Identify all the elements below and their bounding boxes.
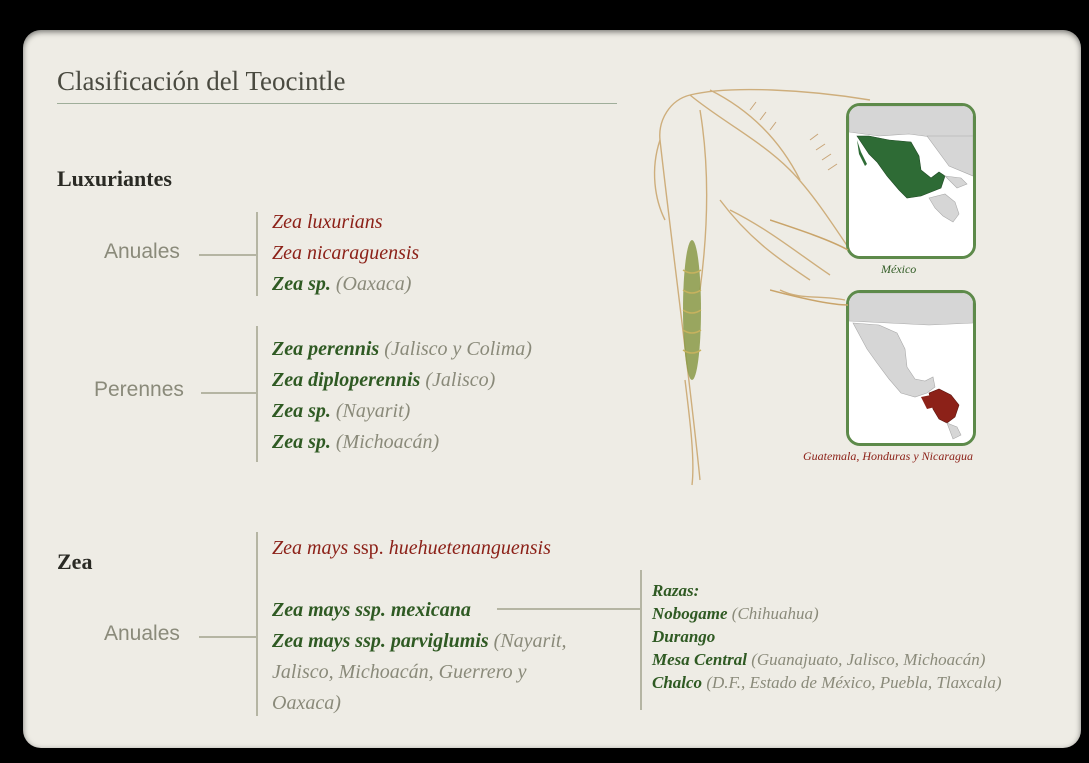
raza-chalco: Chalco (D.F., Estado de México, Puebla, … (652, 673, 1002, 692)
teosinte-plant-illustration (653, 88, 871, 486)
mexico-highlight (856, 135, 946, 199)
caption-central-america: Guatemala, Honduras y Nicaragua (803, 449, 973, 463)
species-zea-nicaraguensis: Zea nicaraguensis (272, 242, 420, 264)
map-central-america (846, 290, 976, 446)
heading-zea: Zea (57, 549, 93, 574)
connector-line (199, 636, 257, 638)
bracket-line (256, 532, 258, 716)
connector-line-razas (497, 608, 641, 610)
page-title: Clasificación del Teocintle (57, 66, 346, 96)
species-zea-diploperennis: Zea diploperennis (Jalisco) (272, 369, 496, 391)
raza-mesa-central: Mesa Central (Guanajuato, Jalisco, Micho… (652, 650, 986, 669)
central-america-map-image (849, 293, 973, 443)
central-america-highlight (928, 388, 960, 424)
title-rule (57, 103, 617, 104)
raza-durango: Durango (652, 627, 716, 646)
parviglumis-loc-line2: Jalisco, Michoacán, Guerrero y (272, 661, 527, 683)
connector-line (199, 254, 257, 256)
map-connectors (770, 219, 849, 306)
group-anuales-luxuriantes: Anuales (104, 240, 180, 263)
species-huehuetenanguensis: Zea mays ssp. huehuetenanguensis (272, 537, 551, 559)
species-zea-perennis: Zea perennis (Jalisco y Colima) (272, 338, 532, 360)
raza-nobogame: Nobogame (Chihuahua) (652, 604, 819, 623)
map-mexico (846, 103, 976, 259)
species-parviglumis: Zea mays ssp. parviglumis (Nayarit, (272, 630, 567, 652)
connector-line (201, 392, 257, 394)
mexico-map-image (849, 106, 973, 256)
parviglumis-loc-line3: Oaxaca) (272, 692, 341, 714)
razas-heading: Razas: (652, 581, 700, 600)
group-perennes: Perennes (94, 378, 184, 401)
caption-mexico: México (881, 262, 917, 276)
bracket-line (256, 212, 258, 296)
bracket-line (256, 326, 258, 462)
species-zea-sp-oaxaca: Zea sp. (Oaxaca) (272, 273, 412, 295)
heading-luxuriantes: Luxuriantes (57, 166, 172, 191)
bracket-line-razas (640, 570, 642, 710)
species-zea-sp-nayarit: Zea sp. (Nayarit) (272, 400, 411, 422)
species-mexicana: Zea mays ssp. mexicana (272, 599, 471, 621)
group-anuales-zea: Anuales (104, 622, 180, 645)
species-zea-luxurians: Zea luxurians (272, 211, 383, 233)
species-zea-sp-michoacan: Zea sp. (Michoacán) (272, 431, 440, 453)
